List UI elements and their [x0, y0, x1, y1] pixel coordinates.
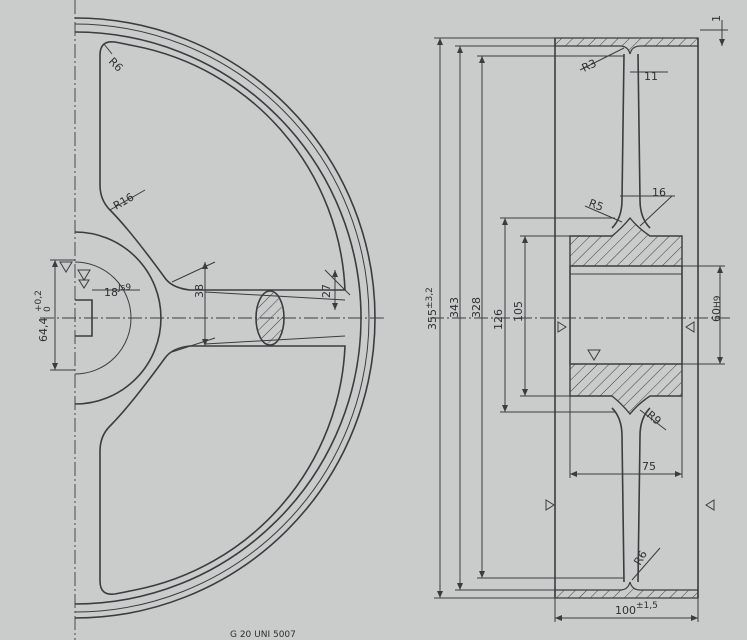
r9-leader [639, 409, 667, 431]
keyway-fit-label: Js9 [117, 283, 131, 293]
rim-thickness-label: 11 [644, 70, 658, 83]
dim-38-ext-top [171, 261, 216, 283]
dim-16-leader [639, 195, 673, 227]
hub-top-section [569, 216, 683, 267]
hub-length-label: 75 [642, 460, 656, 473]
bore-tol-upper: +0,2 [34, 290, 44, 312]
rim-top-section [554, 37, 699, 55]
footer-note: G 20 UNI 5007 [230, 630, 296, 640]
keyway-label: 18 [104, 286, 118, 299]
web-left-bottom [611, 407, 625, 583]
bore-fit-label: H9 [713, 295, 723, 308]
front-view: 64,4 +0,2 0 18 Js9 R6 R16 38 27 [34, 0, 385, 640]
dia-outer-tol: ±3,2 [425, 287, 435, 309]
upper-window-outline [99, 40, 346, 291]
spoke-section-hatch [257, 292, 283, 344]
web-right-bottom [637, 407, 651, 583]
finish-mark-rim-right [705, 499, 715, 511]
rim-edge-arc [74, 23, 370, 613]
keyway [75, 299, 93, 337]
dim-38-ext-bottom [171, 337, 216, 353]
rim-radius-label: R6 [106, 55, 126, 75]
hub-bottom-section [569, 363, 683, 416]
bore-tol-lower: 0 [43, 306, 53, 312]
rim-radius-r3-label: R3 [580, 57, 599, 75]
overall-width-label: 100 [615, 604, 636, 617]
web-radius-label: R5 [587, 197, 605, 214]
spoke-width-hub-label: 38 [193, 284, 206, 298]
surface-finish-icon-3 [78, 279, 90, 289]
r16-leader [109, 189, 146, 211]
r6-leader [103, 43, 113, 55]
spoke-taper-bottom [204, 335, 346, 345]
surface-finish-icon-2 [77, 269, 91, 281]
web-thickness-label: 16 [652, 186, 666, 199]
spoke-radius-label: R16 [111, 191, 136, 213]
web-left-top [611, 53, 625, 229]
bore-dimension-label: 64,4 [37, 318, 50, 343]
r3-leader [579, 47, 625, 71]
spoke-taper-top [204, 291, 346, 301]
r5-leader [584, 205, 623, 223]
dim-27-ext [324, 269, 351, 296]
section-view: 355 ±3,2 343 328 126 105 60 H9 1 R3 11 1… [425, 15, 730, 622]
spoke-width-rim-label: 27 [320, 284, 333, 298]
overall-width-tol: ±1,5 [636, 601, 658, 611]
rim-top-label: 1 [710, 15, 723, 22]
r6-bottom-leader [631, 547, 661, 581]
rim-outer-arc [74, 17, 376, 619]
surface-finish-icon [59, 261, 73, 273]
spoke-section-ellipse [255, 290, 285, 346]
rim-inner-arc [74, 31, 362, 605]
bottom-radius-label: R6 [631, 548, 650, 567]
web-right-top [637, 53, 651, 229]
bore-label: 60 [710, 308, 723, 322]
dia-hub-outer-label: 126 [492, 309, 505, 330]
finish-mark-right [685, 321, 695, 333]
rim-bottom-section [554, 581, 699, 599]
finish-mark-bore [587, 349, 601, 361]
dia-outer-label: 355 [426, 309, 439, 330]
finish-mark-left [557, 321, 567, 333]
finish-mark-rim-left [545, 499, 555, 511]
dia-web-label: 328 [470, 297, 483, 318]
hub-outer-arc [74, 231, 162, 405]
bore-arc [74, 261, 132, 375]
dia-hub-label: 105 [512, 301, 525, 322]
dia-rim-inner-label: 343 [448, 297, 461, 318]
lower-window-outline [99, 345, 346, 596]
